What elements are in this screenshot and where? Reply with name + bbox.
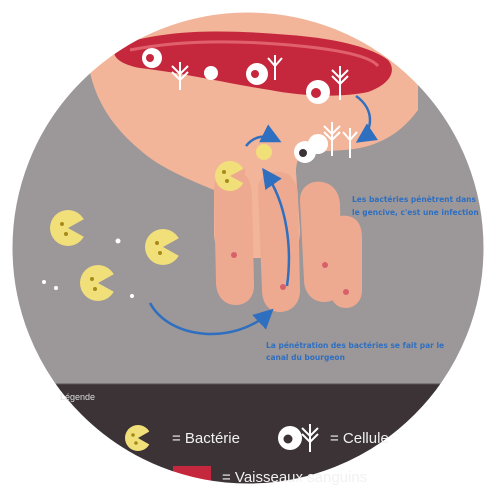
- bacterium: [50, 210, 86, 246]
- annotation-penetration: La pénétration des bactéries se fait par…: [266, 340, 446, 364]
- annotation-infection: Les bactéries pénètrent dans le gencive,…: [352, 193, 482, 219]
- particle: [54, 286, 58, 290]
- papilla-dot: [231, 252, 237, 258]
- legend-vessels-label: = Vaisseaux sanguins: [222, 469, 367, 486]
- legend-title: Légende: [60, 392, 95, 402]
- legend-bacteria-label: = Bactérie: [172, 430, 240, 447]
- bacterium: [215, 161, 245, 191]
- particle: [130, 294, 134, 298]
- particle: [116, 239, 121, 244]
- legend-cell-label: = Cellule: [330, 430, 389, 447]
- papilla-dot: [343, 289, 349, 295]
- papilla: [258, 172, 300, 312]
- bacterium: [256, 144, 272, 160]
- bacterium: [80, 265, 116, 301]
- particle: [42, 280, 46, 284]
- bacterium: [145, 229, 181, 265]
- papilla-dot: [280, 284, 286, 290]
- papilla-dot: [322, 262, 328, 268]
